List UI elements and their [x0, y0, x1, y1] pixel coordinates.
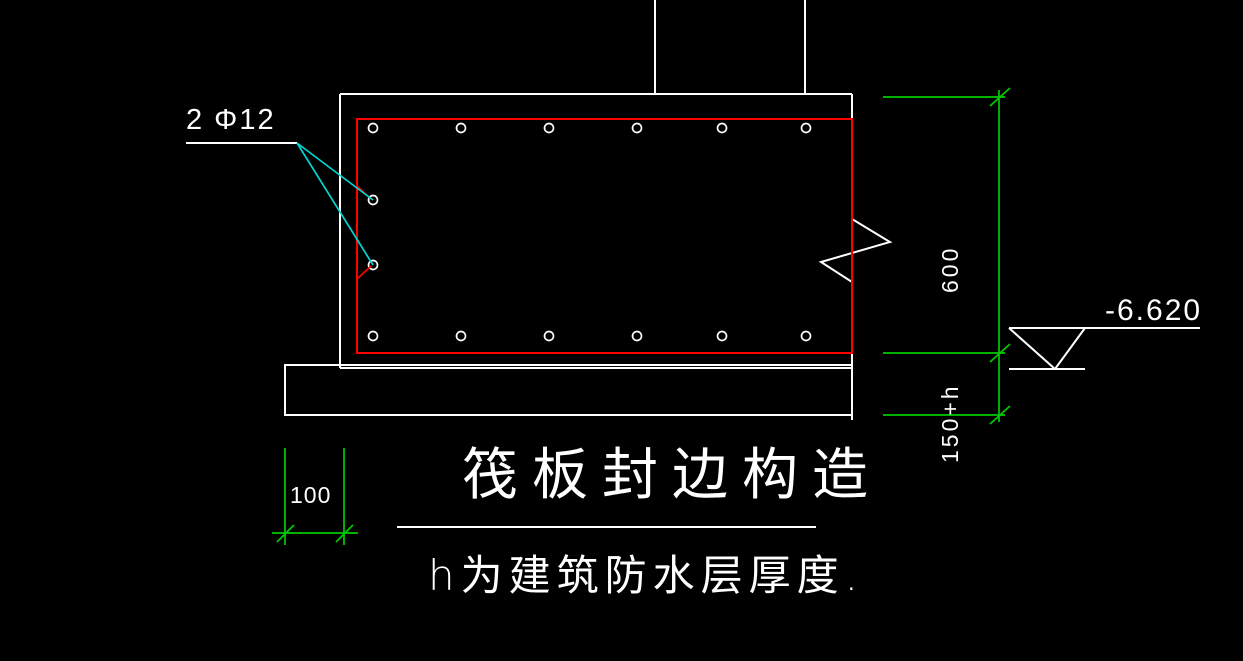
rebar-dot: [543, 330, 555, 342]
wall-outline-group: [654, 0, 806, 95]
rebar-dot: [716, 330, 728, 342]
leader-line-upper: [296, 142, 374, 201]
cover-dim-tick-left: [276, 524, 295, 543]
rebar-dot: [631, 122, 643, 134]
slab-outline-group: [339, 93, 852, 369]
rebar-tie-lower: [356, 265, 372, 280]
rebar-dot: [367, 122, 379, 134]
rebar-cage-group: [356, 118, 853, 354]
dim-slab-label: 150+h: [937, 383, 963, 463]
dim-height-label: 600: [937, 245, 963, 293]
dim-tick-bottom: [989, 405, 1011, 425]
cover-dim-label: 100: [290, 482, 332, 508]
drawing-title: 筏板封边构造: [462, 443, 882, 508]
elevation-triangle-right: [1054, 327, 1086, 370]
vertical-dimension-group: [883, 87, 1011, 425]
rebar-dot: [455, 330, 467, 342]
elevation-triangle-left: [1008, 327, 1056, 370]
rebar-dot: [543, 122, 555, 134]
cover-dimension-group: [272, 448, 358, 545]
rebar-dot-callout-upper: [367, 194, 379, 206]
leader-line-lower: [296, 142, 374, 266]
rebar-callout-label: 2 Φ12: [186, 104, 276, 136]
drawing-subtitle: h为建筑防水层厚度.: [428, 551, 864, 600]
cushion-rect: [284, 364, 853, 416]
elevation-symbol-group: [1008, 327, 1200, 370]
break-line-group: [818, 94, 893, 420]
rebar-dot: [800, 122, 812, 134]
elevation-label: -6.620: [1105, 294, 1203, 327]
cushion-outline-group: [284, 364, 853, 416]
rebar-dot: [800, 330, 812, 342]
rebar-dot: [455, 122, 467, 134]
cover-dim-tick-right: [335, 524, 354, 543]
rebar-callout-leader-group: [186, 142, 374, 266]
rebar-dot: [367, 330, 379, 342]
rebar-dot-callout-lower: [367, 259, 379, 271]
rebar-dot: [631, 330, 643, 342]
dim-tick-top: [989, 87, 1011, 107]
rebar-dot: [716, 122, 728, 134]
rebar-dots-group: [367, 122, 812, 342]
rebar-cage-rect: [356, 118, 853, 354]
dim-tick-mid: [989, 343, 1011, 363]
break-line-zigzag-icon: [818, 218, 893, 283]
